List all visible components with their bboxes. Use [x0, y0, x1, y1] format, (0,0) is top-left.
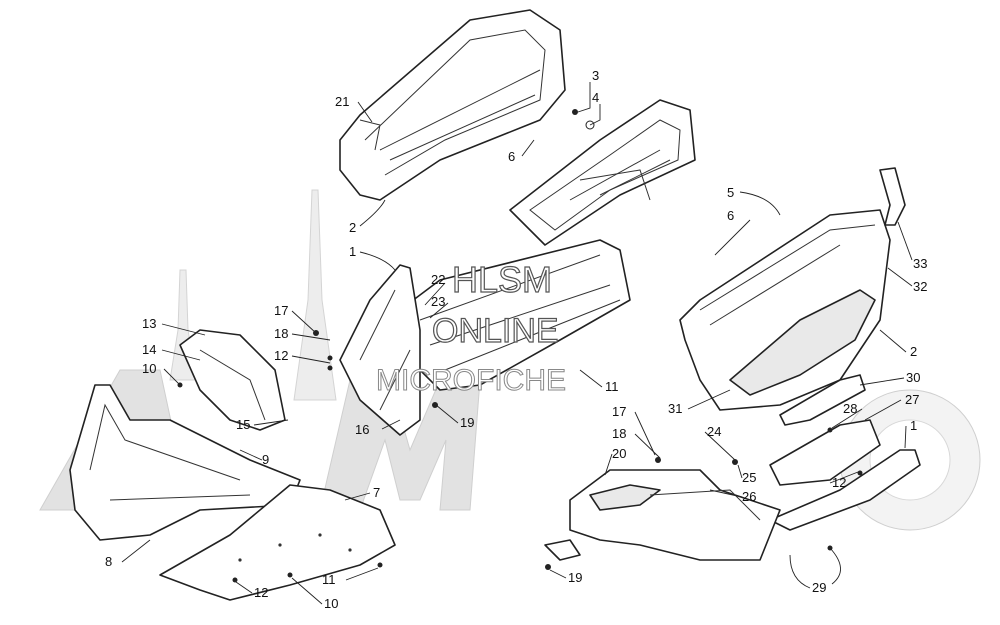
callout-1-top: 1: [349, 244, 356, 259]
callout-2-right: 2: [910, 344, 917, 359]
callout-21: 21: [335, 94, 349, 109]
callout-22: 22: [431, 272, 445, 287]
nose-cone-front: [69, 384, 301, 541]
callout-23: 23: [431, 294, 445, 309]
watermark: HLSM ONLINE MICROFICHE: [376, 258, 567, 397]
callout-20: 20: [612, 446, 626, 461]
callout-32: 32: [913, 279, 927, 294]
watermark-line1: HLSM: [452, 259, 552, 300]
callout-14: 14: [142, 342, 156, 357]
bracket-front-left: [179, 329, 286, 431]
callout-12-left: 12: [274, 348, 288, 363]
callout-17-left: 17: [274, 303, 288, 318]
callout-26: 26: [742, 489, 756, 504]
callout-28: 28: [843, 401, 857, 416]
callout-30: 30: [906, 370, 920, 385]
callout-31: 31: [668, 401, 682, 416]
handle-33: [879, 167, 906, 226]
callout-33: 33: [913, 256, 927, 271]
callout-24: 24: [707, 424, 721, 439]
callout-11-bottom: 11: [322, 572, 336, 587]
callout-labels: 3 4 21 6 2 5 6 33 32 1 22 23 17 18 12 13…: [105, 68, 927, 611]
callout-3: 3: [592, 68, 599, 83]
callout-8: 8: [105, 554, 112, 569]
belly-pan-right: [544, 469, 781, 561]
callout-18-left: 18: [274, 326, 288, 341]
belly-pan-center: [399, 239, 631, 391]
callout-12-right: 12: [832, 475, 846, 490]
callout-11-center: 11: [605, 379, 619, 394]
callout-18-right: 18: [612, 426, 626, 441]
side-panel-right: [769, 419, 921, 531]
bracket-30: [779, 374, 866, 426]
callout-4: 4: [592, 90, 599, 105]
callout-19-center: 19: [460, 415, 474, 430]
callout-12-bottom: 12: [254, 585, 268, 600]
leader-lines: [121, 82, 913, 605]
callout-6-top: 6: [508, 149, 515, 164]
fasteners: [177, 109, 863, 583]
watermark-line3: MICROFICHE: [376, 364, 566, 397]
callout-10-bottom: 10: [324, 596, 338, 611]
skid-plate: [159, 484, 396, 601]
callout-2-top: 2: [349, 220, 356, 235]
callout-10-top: 10: [142, 361, 156, 376]
callout-19-bottom: 19: [568, 570, 582, 585]
callout-6-mid: 6: [727, 208, 734, 223]
callout-29: 29: [812, 580, 826, 595]
callout-5: 5: [727, 185, 734, 200]
callout-16: 16: [355, 422, 369, 437]
watermark-line2: ONLINE: [432, 312, 559, 350]
callout-27: 27: [905, 392, 919, 407]
callout-25: 25: [742, 470, 756, 485]
callout-13: 13: [142, 316, 156, 331]
callout-9: 9: [262, 452, 269, 467]
callout-15: 15: [236, 417, 250, 432]
callout-1-right: 1: [910, 418, 917, 433]
background-spire-center: [293, 189, 337, 401]
side-panel-left: [339, 264, 421, 436]
windshield-grille: [509, 99, 696, 246]
callout-7: 7: [373, 485, 380, 500]
hood-panel-right: [679, 209, 891, 411]
callout-17-right: 17: [612, 404, 626, 419]
hood-panel-upper: [339, 9, 566, 201]
